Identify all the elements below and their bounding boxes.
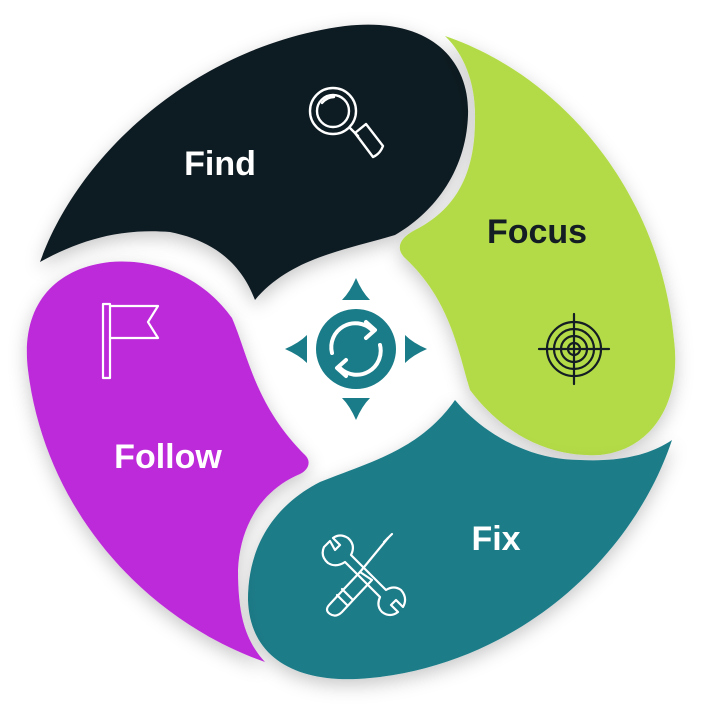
flag-icon [101,302,160,380]
segment-find-shape [40,24,469,300]
segment-fix-shape [248,400,672,680]
segment-fix-label: Fix [471,520,520,558]
segment-fix: Fix [248,400,672,680]
target-icon [537,312,611,386]
cycle-target-icon [285,278,427,420]
segment-follow-label: Follow [114,438,222,476]
segment-find-label: Find [184,145,256,183]
segment-focus: Focus [399,36,676,456]
segment-focus-shape [399,36,676,456]
segment-find: Find [40,24,469,300]
segment-focus-label: Focus [487,213,587,251]
segment-follow-shape [26,261,309,662]
tools-icon [321,532,407,617]
segment-follow: Follow [26,261,309,662]
magnifier-icon [308,86,385,159]
